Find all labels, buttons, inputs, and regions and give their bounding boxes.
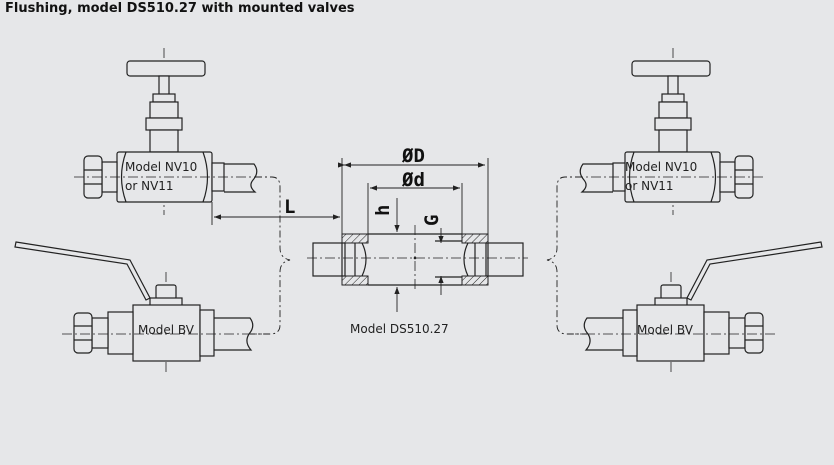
needle-valve-label-left: Model NV10 — [125, 160, 197, 174]
needle-valve-alt-label-left: or NV11 — [125, 179, 174, 193]
length-label: L — [284, 196, 295, 218]
inner-diameter-label: Ød — [401, 169, 425, 191]
dimensions: ØD Ød L h G — [211, 145, 489, 312]
ball-valve-label-left: Model BV — [138, 323, 195, 337]
diagram-title: Flushing, model DS510.27 with mounted va… — [5, 1, 355, 16]
height-label: h — [372, 205, 394, 216]
outer-diameter-label: ØD — [401, 145, 425, 167]
flushing-ring — [307, 225, 528, 292]
needle-valve-alt-label-right: or NV11 — [625, 179, 674, 193]
needle-valve-label-right: Model NV10 — [625, 160, 697, 174]
ball-valve-label-right: Model BV — [637, 323, 694, 337]
thread-label: G — [421, 215, 443, 226]
flushing-ring-label: Model DS510.27 — [350, 322, 449, 336]
